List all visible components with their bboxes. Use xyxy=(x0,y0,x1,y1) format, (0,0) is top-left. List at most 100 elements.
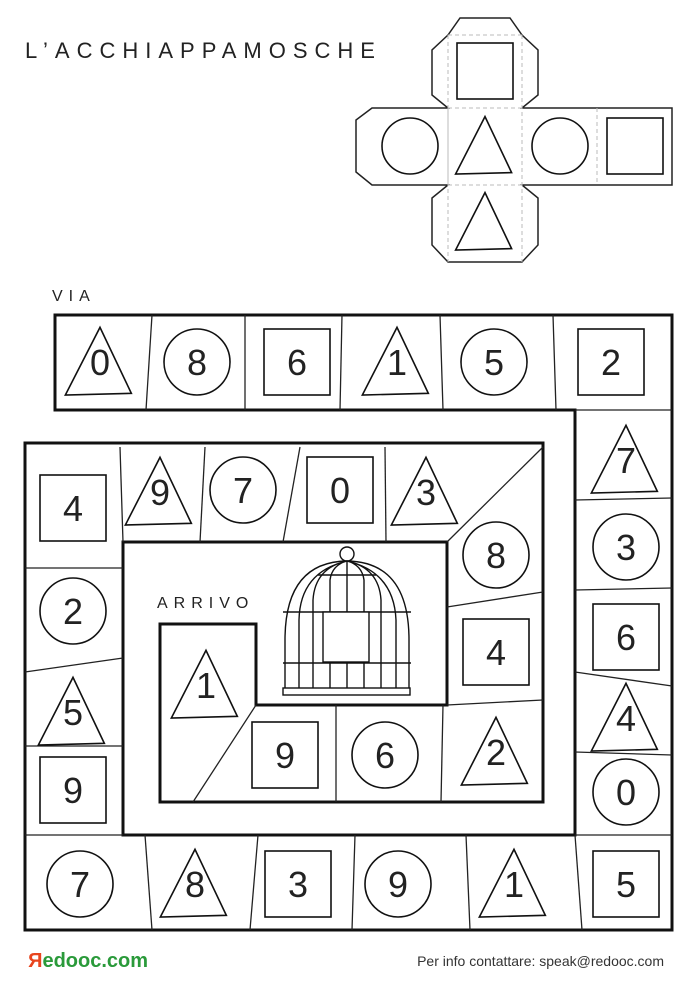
triangle-shape xyxy=(361,325,430,396)
cube-face xyxy=(456,42,514,100)
board-cell: 5 xyxy=(37,675,106,746)
circle-shape xyxy=(39,577,107,645)
birdcage-icon xyxy=(282,546,411,696)
board-cell: 6 xyxy=(351,721,419,789)
triangle-shape xyxy=(590,681,659,752)
cell-number: 9 xyxy=(275,735,295,776)
cell-number: 4 xyxy=(63,488,83,529)
cube-net xyxy=(355,17,673,263)
cell-number: 3 xyxy=(416,472,436,513)
contact-info: Per info contattare: speak@redooc.com xyxy=(417,953,664,969)
triangle-shape xyxy=(460,715,529,786)
triangle-shape xyxy=(454,114,513,175)
cell-number: 8 xyxy=(486,535,506,576)
board-cell: 1 xyxy=(361,325,430,396)
square-shape xyxy=(592,850,660,918)
square-shape xyxy=(263,328,331,396)
triangle-shape xyxy=(124,455,193,526)
cell-number: 1 xyxy=(387,342,407,383)
cell-number: 7 xyxy=(233,470,253,511)
board-cell: 5 xyxy=(460,328,528,396)
triangle-shape xyxy=(64,325,133,396)
square-shape xyxy=(251,721,319,789)
board-cell: 6 xyxy=(263,328,331,396)
cell-number: 7 xyxy=(70,864,90,905)
cell-number: 7 xyxy=(616,440,636,481)
logo-text: edooc.com xyxy=(42,950,149,972)
board-cell: 7 xyxy=(209,456,277,524)
board-cell: 8 xyxy=(163,328,231,396)
circle-shape xyxy=(462,521,530,589)
board-cell: 9 xyxy=(39,756,107,824)
cube-face xyxy=(381,117,439,175)
square-shape xyxy=(456,42,514,100)
square-shape xyxy=(462,618,530,686)
cell-number: 3 xyxy=(616,527,636,568)
circle-shape xyxy=(46,850,114,918)
cell-number: 1 xyxy=(196,665,216,706)
circle-shape xyxy=(592,513,660,581)
board-cell: 9 xyxy=(364,850,432,918)
triangle-shape xyxy=(37,675,106,746)
cube-face xyxy=(454,114,513,175)
cell-number: 4 xyxy=(486,632,506,673)
board-cell: 1 xyxy=(478,847,547,918)
circle-shape xyxy=(381,117,439,175)
cell-number: 6 xyxy=(616,617,636,658)
board-cell: 4 xyxy=(590,681,659,752)
board-cell: 6 xyxy=(592,603,660,671)
board-cell: 9 xyxy=(124,455,193,526)
triangle-shape xyxy=(170,648,239,719)
board-cell: 5 xyxy=(592,850,660,918)
cell-number: 5 xyxy=(616,864,636,905)
square-shape xyxy=(39,756,107,824)
finish-label: ARRIVO xyxy=(157,595,255,612)
redooc-logo: Redooc.com xyxy=(28,950,148,973)
cell-number: 3 xyxy=(288,864,308,905)
board-cell: 0 xyxy=(306,456,374,524)
board-cell: 4 xyxy=(39,474,107,542)
cell-number: 2 xyxy=(63,591,83,632)
board-cell: 3 xyxy=(592,513,660,581)
cube-face xyxy=(454,190,513,251)
cell-number: 0 xyxy=(330,470,350,511)
triangle-shape xyxy=(454,190,513,251)
square-shape xyxy=(592,603,660,671)
cell-number: 6 xyxy=(287,342,307,383)
circle-shape xyxy=(460,328,528,396)
cube-face xyxy=(606,117,664,175)
start-label: VIA xyxy=(52,288,96,305)
square-shape xyxy=(39,474,107,542)
cube-face xyxy=(531,117,589,175)
cell-number: 2 xyxy=(486,732,506,773)
board-cell: 2 xyxy=(460,715,529,786)
circle-shape xyxy=(209,456,277,524)
triangle-shape xyxy=(159,847,228,918)
cell-number: 9 xyxy=(150,472,170,513)
cell-number: 6 xyxy=(375,735,395,776)
cell-number: 0 xyxy=(616,772,636,813)
circle-shape xyxy=(364,850,432,918)
board-cell: 7 xyxy=(590,423,659,494)
page-title: L’ACCHIAPPAMOSCHE xyxy=(25,38,382,63)
board-cell: 0 xyxy=(64,325,133,396)
cell-number: 0 xyxy=(90,342,110,383)
circle-shape xyxy=(163,328,231,396)
board-cell: 7 xyxy=(46,850,114,918)
board-cell: 9 xyxy=(251,721,319,789)
cell-number: 8 xyxy=(185,864,205,905)
cell-number: 4 xyxy=(616,698,636,739)
board-cell: 2 xyxy=(39,577,107,645)
cell-number: 9 xyxy=(63,770,83,811)
cell-number: 5 xyxy=(484,342,504,383)
board-cell: 8 xyxy=(159,847,228,918)
cell-number: 1 xyxy=(504,864,524,905)
logo-letter: R xyxy=(28,950,43,972)
board-cell: 8 xyxy=(462,521,530,589)
circle-shape xyxy=(531,117,589,175)
square-shape xyxy=(577,328,645,396)
square-shape xyxy=(606,117,664,175)
cell-number: 8 xyxy=(187,342,207,383)
square-shape xyxy=(306,456,374,524)
